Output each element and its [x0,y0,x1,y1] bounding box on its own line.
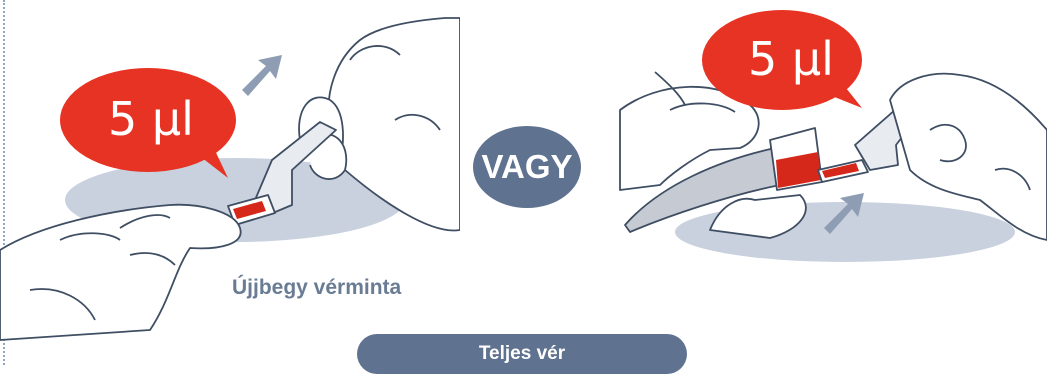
arrow-up-right-icon [824,193,864,234]
or-badge: VAGY [473,126,581,208]
volume-label-right: 5 µl [748,32,834,86]
lower-hand [0,203,242,341]
volume-label-left: 5 µl [108,92,194,146]
left-scene: 5 µl Újjbegy vérminta [0,0,461,365]
blood-tube [624,127,823,233]
upper-hand [298,17,461,232]
speech-bubble-left [60,68,236,178]
capillary-device [227,121,337,226]
left-hand [619,71,807,239]
left-scene-illustration [0,17,461,341]
whole-blood-banner: Teljes vér [357,334,687,374]
page-border-dotted [3,0,5,365]
caption-finger-blood: Újjbegy vérminta [232,276,402,299]
right-scene-illustration [619,10,1047,262]
speech-bubble-right [702,10,862,110]
right-scene: 5 µl [600,0,1047,365]
arrow-up-right-icon [242,55,282,96]
